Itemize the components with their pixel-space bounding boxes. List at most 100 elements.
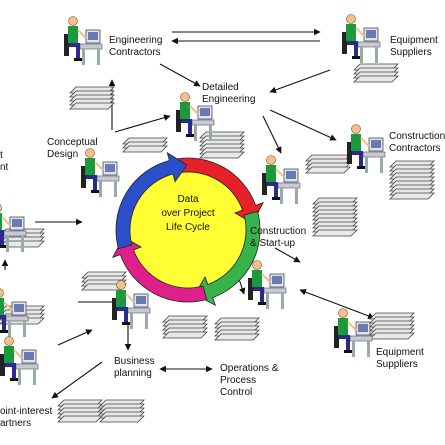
- chair-back: [342, 32, 347, 54]
- document-sheet: [369, 332, 415, 340]
- worker-shirt: [116, 290, 126, 307]
- worker-head: [0, 204, 2, 212]
- worker-head: [116, 280, 126, 290]
- worker-shirt: [346, 24, 356, 41]
- label-construction-startup: Construction & Start-up: [250, 226, 307, 249]
- desk-top: [362, 151, 386, 158]
- worker-shoe: [122, 322, 130, 325]
- worker-head: [68, 16, 78, 26]
- desk-top: [263, 287, 287, 294]
- document-sheet: [305, 166, 351, 174]
- document-stack-7: [312, 197, 358, 237]
- worker-arm: [125, 293, 135, 303]
- workstation-3: [176, 92, 215, 141]
- desk-leg: [97, 49, 100, 65]
- monitor-screen: [14, 304, 24, 312]
- workstation-1: [64, 16, 103, 65]
- monitor-screen: [272, 276, 282, 284]
- workstation-10: [112, 280, 151, 329]
- desk-leg: [280, 188, 283, 204]
- worker-arm: [3, 301, 13, 311]
- document-sheet: [214, 333, 260, 341]
- ring-arrow-1: [175, 157, 264, 224]
- label-business-planning: Business planning: [114, 356, 155, 379]
- desk-leg: [281, 293, 284, 309]
- worker-head: [85, 148, 95, 158]
- document-sheet: [162, 331, 208, 339]
- desk-top: [5, 315, 29, 322]
- worker-shoe: [258, 302, 266, 305]
- worker-shoe: [74, 58, 82, 61]
- monitor-screen: [105, 164, 115, 172]
- worker-pants: [0, 315, 6, 330]
- document-sheet: [353, 75, 399, 83]
- document-sheet: [122, 145, 168, 153]
- document-stack-14: [57, 399, 103, 423]
- worker-pants: [5, 363, 16, 378]
- desk-top: [15, 363, 39, 370]
- connector-arrow-8: [269, 109, 337, 141]
- document-sheet: [389, 192, 435, 200]
- worker-shirt: [266, 165, 276, 182]
- document-sheet: [99, 415, 145, 423]
- worker-shirt: [351, 134, 361, 151]
- center-line-1: Data: [177, 194, 199, 205]
- document-stack-12: [214, 317, 260, 341]
- document-stack-5: [305, 154, 351, 174]
- desk-leg: [23, 321, 26, 337]
- worker-head: [351, 124, 361, 134]
- worker-pants: [181, 119, 192, 134]
- workstation-11: [334, 308, 373, 357]
- desk-top: [79, 43, 103, 50]
- desk-leg: [145, 313, 148, 329]
- worker-shoe: [357, 166, 365, 169]
- desk-leg: [18, 369, 21, 385]
- worker-head: [338, 308, 348, 318]
- worker-shoe: [344, 350, 352, 353]
- document-sheet: [312, 229, 358, 237]
- chair-back: [81, 166, 86, 188]
- connector-arrow-17: [57, 329, 93, 346]
- desk-leg: [295, 188, 298, 204]
- monitor-screen: [24, 352, 34, 360]
- connector-arrows: [1, 28, 375, 399]
- worker-arm: [360, 137, 370, 147]
- ring-arrow-4: [115, 151, 188, 250]
- worker-shoe: [0, 245, 6, 248]
- worker-head: [180, 92, 190, 102]
- desk-top: [191, 119, 215, 126]
- monitor-screen: [136, 296, 146, 304]
- label-equipment-suppliers-bottom: Equipment Suppliers: [376, 347, 424, 370]
- desk-top: [96, 175, 120, 182]
- worker-shoe: [186, 134, 194, 137]
- label-equipment-suppliers-top: Equipment Suppliers: [390, 35, 438, 58]
- connector-arrow-15: [299, 289, 375, 319]
- document-sheet: [57, 415, 103, 423]
- worker-shirt: [68, 26, 78, 43]
- desk-leg: [209, 125, 212, 141]
- worker-head: [0, 288, 4, 298]
- worker-shoe: [0, 330, 8, 333]
- monitor-screen: [366, 30, 376, 38]
- chair-back: [262, 173, 267, 195]
- document-stacks: [0, 63, 435, 423]
- connector-arrow-16: [51, 361, 103, 399]
- document-stack-11: [162, 315, 208, 339]
- worker-arm: [1, 216, 11, 226]
- label-operations-process-control: Operations & Process Control: [220, 363, 279, 398]
- monitor-screen: [200, 108, 210, 116]
- workstation-5: [347, 124, 386, 173]
- workstation-12: [0, 336, 39, 385]
- center-line-3: Life Cycle: [166, 222, 210, 233]
- worker-head: [4, 336, 14, 346]
- desk-leg: [380, 157, 383, 173]
- worker-pants: [0, 230, 4, 245]
- lifecycle-ring: [112, 151, 264, 306]
- chair-back: [248, 278, 253, 300]
- chair-back: [64, 34, 69, 56]
- desk-leg: [8, 321, 11, 337]
- worker-head: [346, 14, 356, 24]
- desk-leg: [367, 341, 370, 357]
- connector-arrow-7: [262, 115, 282, 154]
- desk-leg: [266, 293, 269, 309]
